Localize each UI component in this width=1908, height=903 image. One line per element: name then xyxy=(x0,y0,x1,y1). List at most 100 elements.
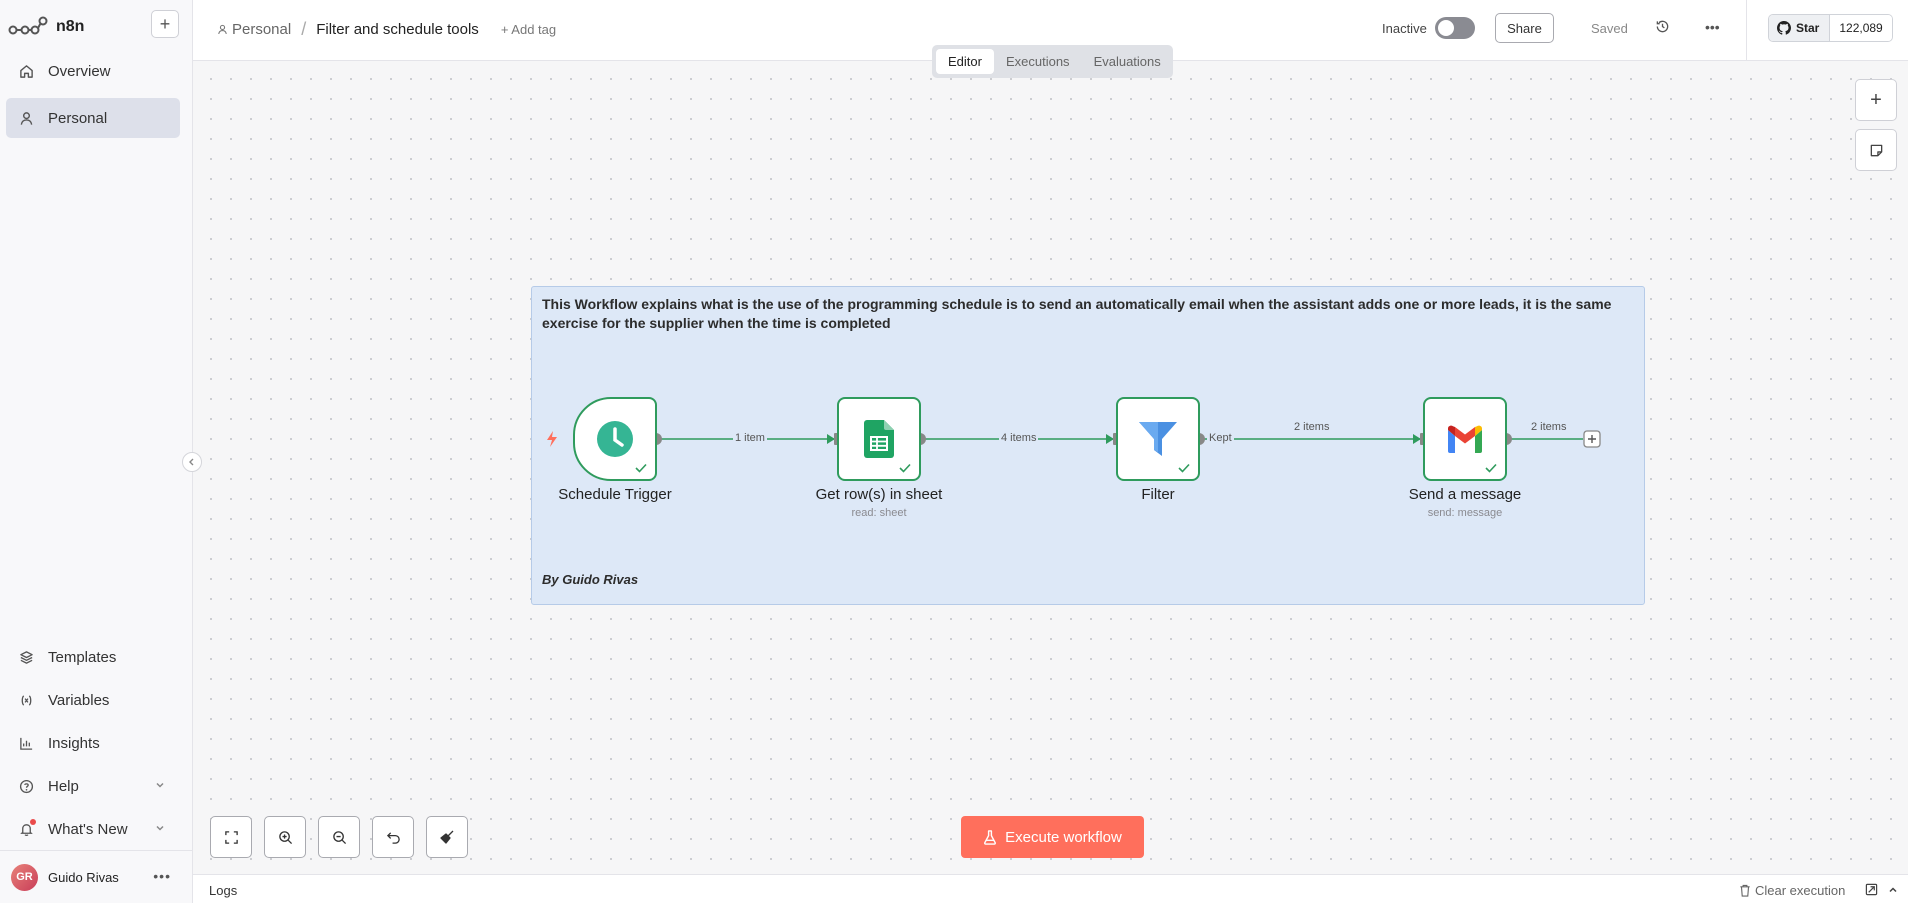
success-check-icon xyxy=(1485,463,1497,473)
flask-icon xyxy=(984,829,997,845)
broom-icon xyxy=(440,830,454,844)
add-tag-button[interactable]: + Add tag xyxy=(500,22,557,37)
help-icon xyxy=(18,778,34,794)
chevron-up-icon[interactable] xyxy=(1887,884,1899,896)
node-schedule-trigger[interactable] xyxy=(573,397,657,481)
sidebar-item-insights[interactable]: Insights xyxy=(6,723,180,763)
clock-icon xyxy=(597,421,633,457)
app-name: n8n xyxy=(56,18,85,35)
home-icon xyxy=(18,63,34,79)
fit-view-button[interactable] xyxy=(210,816,252,858)
logs-label: Logs xyxy=(209,883,238,898)
logs-panel-bar[interactable]: Logs Clear execution xyxy=(193,874,1908,903)
plus-icon: + xyxy=(159,13,171,34)
user-name: Guido Rivas xyxy=(48,869,119,885)
zoom-out-button[interactable] xyxy=(318,816,360,858)
node-label: Get row(s) in sheet xyxy=(815,486,943,503)
sidebar-item-label: Templates xyxy=(48,648,117,666)
history-icon[interactable] xyxy=(1655,19,1670,34)
clear-execution-button[interactable]: Clear execution xyxy=(1739,883,1845,898)
sidebar-item-label: What's New xyxy=(48,820,128,838)
n8n-logo-icon xyxy=(8,16,48,35)
clear-execution-label: Clear execution xyxy=(1755,883,1846,898)
sticky-note-icon xyxy=(1870,144,1882,156)
execute-workflow-label: Execute workflow xyxy=(1005,828,1122,846)
header-divider xyxy=(1746,0,1747,61)
pop-out-icon[interactable] xyxy=(1865,883,1878,896)
arrowhead xyxy=(1413,434,1421,444)
arrowhead xyxy=(1106,434,1114,444)
toggle-knob xyxy=(1438,20,1454,36)
zoom-in-button[interactable] xyxy=(264,816,306,858)
github-star-text: Star xyxy=(1796,21,1820,35)
edge-label: 2 items xyxy=(1531,421,1567,433)
sidebar-item-label: Variables xyxy=(48,691,110,709)
github-star-button[interactable]: Star 122,089 xyxy=(1768,14,1893,42)
user-icon xyxy=(18,110,34,126)
sidebar-item-overview[interactable]: Overview xyxy=(6,51,180,91)
breadcrumb: Personal / Filter and schedule tools + A… xyxy=(217,19,556,40)
sticky-note-author: By Guido Rivas xyxy=(542,572,639,587)
sidebar-item-personal[interactable]: Personal xyxy=(6,98,180,138)
edge-label: 2 items xyxy=(1294,421,1330,433)
canvas-right-toolbar: + xyxy=(1855,79,1897,179)
logo[interactable]: n8n xyxy=(8,12,184,42)
tidy-up-button[interactable] xyxy=(426,816,468,858)
gmail-icon xyxy=(1448,425,1482,453)
chevron-left-icon xyxy=(189,458,194,466)
user-menu[interactable]: GR Guido Rivas ••• xyxy=(0,850,193,903)
tab-editor[interactable]: Editor xyxy=(936,49,994,74)
add-node-button[interactable]: + xyxy=(1855,79,1897,121)
active-toggle[interactable] xyxy=(1435,17,1475,39)
add-sticky-button[interactable] xyxy=(1855,129,1897,171)
node-label: Schedule Trigger xyxy=(558,486,672,503)
connections-layer xyxy=(650,430,1601,448)
undo-icon xyxy=(386,831,400,844)
output-label: Kept xyxy=(1207,432,1234,444)
bell-icon xyxy=(18,819,36,837)
templates-icon xyxy=(18,649,34,665)
node-label: Filter xyxy=(1141,486,1175,503)
undo-button[interactable] xyxy=(372,816,414,858)
node-gmail[interactable] xyxy=(1423,397,1507,481)
success-check-icon xyxy=(635,463,647,473)
canvas-zoom-toolbar xyxy=(210,816,480,858)
sidebar-item-variables[interactable]: Variables xyxy=(6,680,180,720)
tab-evaluations[interactable]: Evaluations xyxy=(1093,54,1161,69)
collapse-sidebar-button[interactable] xyxy=(182,452,202,472)
user-icon xyxy=(218,24,227,35)
chevron-down-icon xyxy=(154,779,166,791)
success-check-icon xyxy=(1178,463,1190,473)
node-filter[interactable] xyxy=(1116,397,1200,481)
filter-icon xyxy=(1139,422,1177,456)
execute-workflow-button[interactable]: Execute workflow xyxy=(961,816,1144,858)
view-tabs: Editor Executions Evaluations xyxy=(932,45,1173,78)
plus-icon: + xyxy=(1870,88,1882,111)
github-star-label[interactable]: Star xyxy=(1769,15,1831,41)
saved-status: Saved xyxy=(1591,21,1628,36)
node-google-sheets[interactable] xyxy=(837,397,921,481)
more-horizontal-icon[interactable]: ••• xyxy=(1705,19,1720,35)
breadcrumb-project[interactable]: Personal xyxy=(217,21,291,38)
node-subtitle: send: message xyxy=(1427,507,1503,519)
google-sheets-icon xyxy=(864,420,894,458)
chevron-down-icon xyxy=(154,822,166,834)
sidebar-item-templates[interactable]: Templates xyxy=(6,637,180,677)
arrowhead xyxy=(827,434,835,444)
workflow-canvas[interactable]: This Workflow explains what is the use o… xyxy=(193,61,1908,874)
workflow-title[interactable]: Filter and schedule tools xyxy=(316,21,479,38)
sidebar: n8n + Overview Personal Templates Variab… xyxy=(0,0,193,903)
create-new-button[interactable]: + xyxy=(151,10,179,38)
edge-label: 1 item xyxy=(733,432,767,444)
share-button[interactable]: Share xyxy=(1495,13,1554,43)
sidebar-item-label: Overview xyxy=(48,62,111,80)
breadcrumb-project-label: Personal xyxy=(232,21,292,38)
sidebar-item-whats-new[interactable]: What's New xyxy=(6,809,180,849)
maximize-icon xyxy=(224,830,238,844)
sidebar-item-label: Insights xyxy=(48,734,100,752)
zoom-out-icon xyxy=(332,830,346,844)
tab-executions[interactable]: Executions xyxy=(1005,54,1070,69)
more-horizontal-icon[interactable]: ••• xyxy=(153,868,171,884)
variables-icon xyxy=(18,692,34,708)
sidebar-item-help[interactable]: Help xyxy=(6,766,180,806)
